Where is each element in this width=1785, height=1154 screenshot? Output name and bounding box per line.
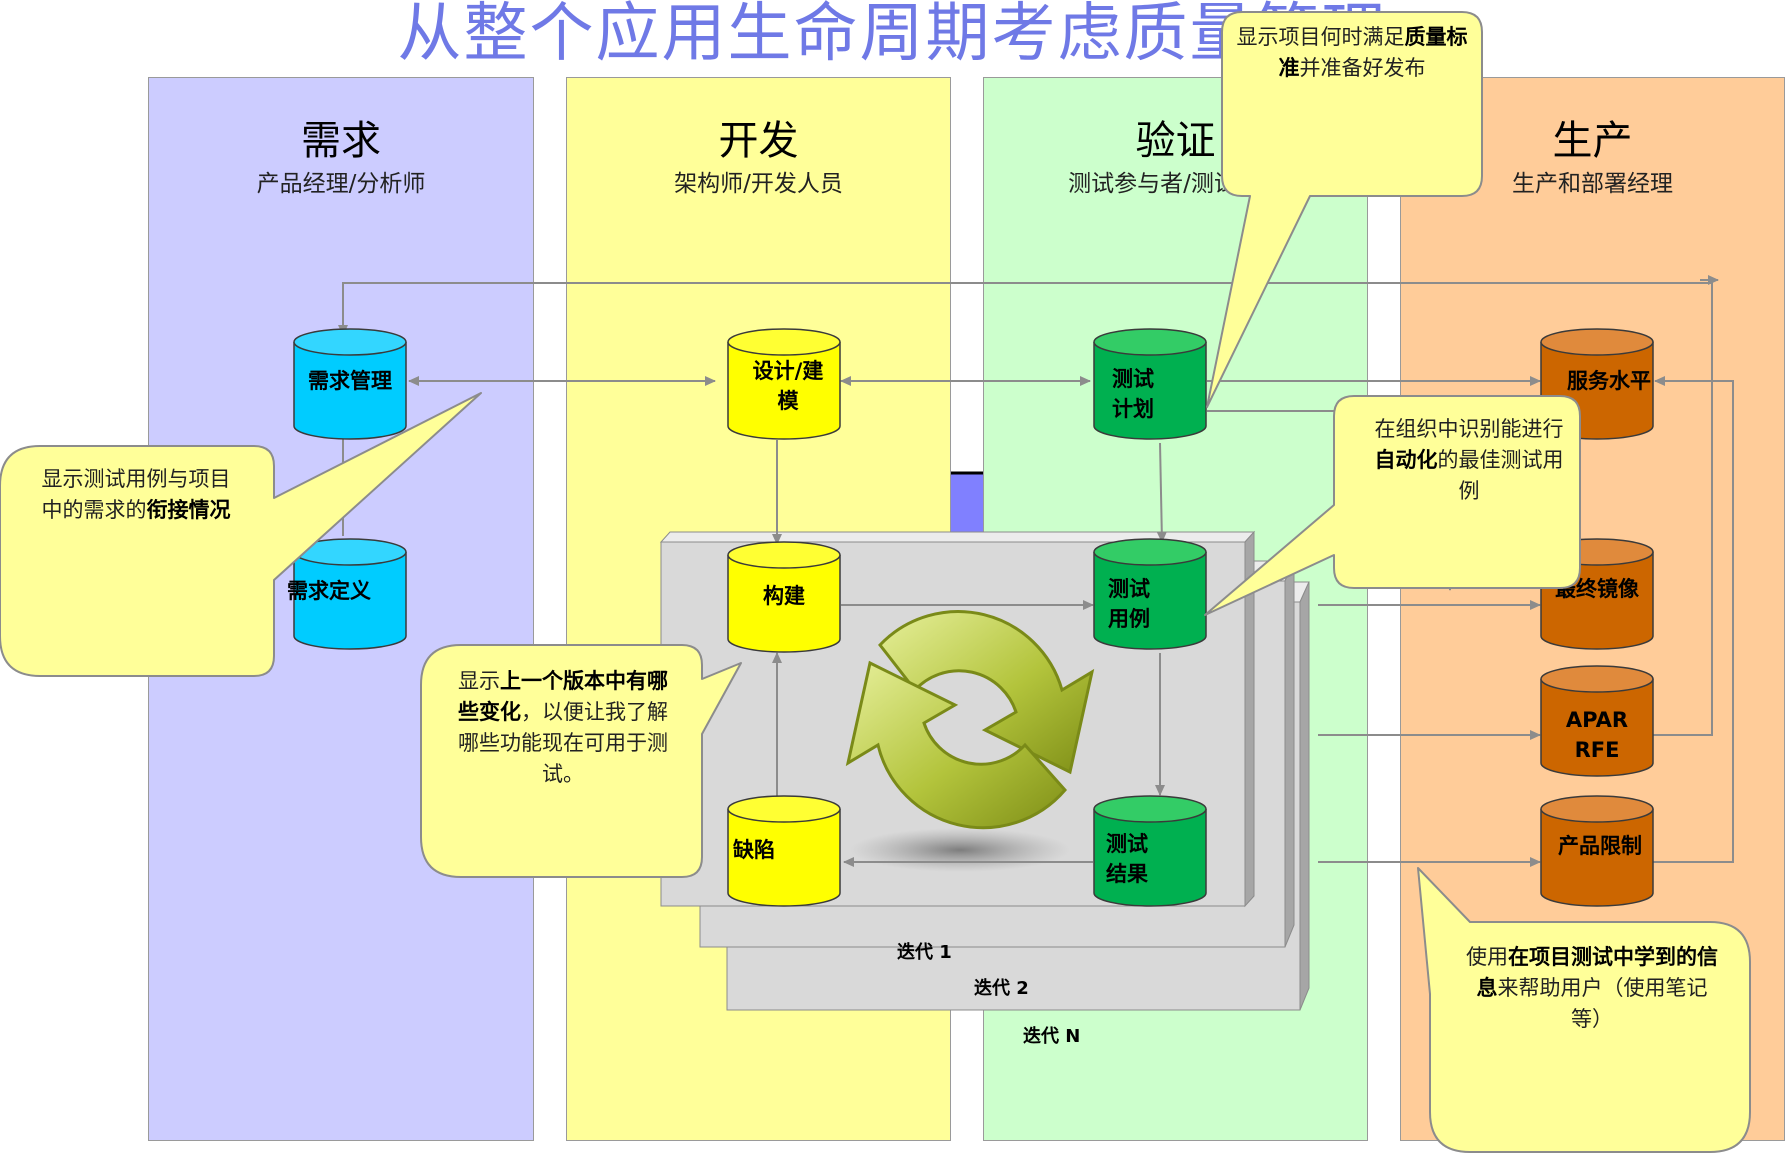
cylinder-green-icon (1093, 328, 1207, 440)
repo-test-plan[interactable]: 测试计划 (1093, 328, 1207, 440)
repo-req-def[interactable]: 需求定义 (287, 538, 407, 650)
lane-development-subtitle: 架构师/开发人员 (674, 171, 843, 197)
iteration-2-label: 迭代 2 (974, 978, 1029, 999)
repo-req-mgmt[interactable]: 需求管理 (293, 328, 407, 440)
callout-automation-text-a: 在组织中识别能进行 (1374, 417, 1564, 441)
repo-test-result-label: 测试结果 (1106, 832, 1148, 886)
callout-changes-text-a: 显示 (458, 669, 500, 693)
callout-knowledge-text-b: 在项目测试中学到的信息 (1476, 945, 1719, 1000)
repo-design-label: 设计/建模 (752, 359, 824, 413)
lane-requirements-title: 需求 (301, 118, 381, 164)
repo-test-plan-label: 测试计划 (1112, 367, 1154, 421)
iteration-1-label: 迭代 1 (897, 942, 952, 963)
repo-test-case[interactable]: 测试用例 (1093, 538, 1207, 650)
cylinder-cyan-icon (293, 538, 407, 650)
arrow-limits-service (1652, 376, 1734, 863)
page-title: 从整个应用生命周期考虑质量管理 (397, 0, 1388, 71)
callout-trace-text-a: 显示测试用例与项目中的需求的 (41, 467, 231, 522)
cylinder-orange-icon (1540, 665, 1654, 777)
repo-req-def-label: 需求定义 (287, 579, 371, 603)
callout-quality-text-c: 并准备好发布 (1299, 56, 1426, 80)
cylinder-orange-icon (1540, 795, 1654, 907)
repo-apar-rfe-label: APAR RFE (1565, 708, 1629, 762)
cylinder-cyan-icon (293, 328, 407, 440)
lane-verification-title: 验证 (1135, 118, 1216, 164)
callout-trace-text-c: 情况 (188, 498, 231, 522)
cylinder-orange-icon (1540, 328, 1654, 440)
callout-changes-text-b: 上一个版本中有哪些变化 (458, 669, 668, 724)
repo-test-result[interactable]: 测试结果 (1093, 795, 1207, 907)
lane-production-title: 生产 (1552, 118, 1633, 164)
repo-design[interactable]: 设计/建模 (727, 328, 841, 440)
iteration-n-label: 迭代 N (1023, 1026, 1081, 1047)
callout-changes-bubble (420, 644, 742, 878)
callout-trace: 显示测试用例与项目中的需求的衔接情况 (36, 464, 236, 526)
repo-service-level-label: 服务水平 (1567, 369, 1651, 393)
lane-production-subtitle: 生产和部署经理 (1512, 171, 1673, 197)
callout-automation-bubble (1204, 395, 1581, 616)
callout-knowledge-text-c: 来帮助用户（使用笔记等） (1497, 976, 1708, 1031)
callout-knowledge-bubble (1417, 867, 1751, 1153)
callout-changes: 显示上一个版本中有哪些变化，以便让我了解哪些功能现在可用于测试。 (452, 666, 674, 790)
repo-test-case-label: 测试用例 (1108, 577, 1150, 631)
callout-automation: 在组织中识别能进行自动化的最佳测试用例 (1370, 414, 1568, 507)
callout-automation-text-b: 自动化 (1374, 448, 1438, 472)
arrow-testplan-testcase (1156, 442, 1167, 543)
callout-trace-text-b: 衔接 (146, 498, 189, 522)
cylinder-green-icon (1093, 538, 1207, 650)
lane-development-title: 开发 (718, 118, 799, 164)
repo-product-limits[interactable]: 产品限制 (1540, 795, 1654, 907)
repo-build-label: 构建 (763, 584, 805, 608)
repo-product-limits-label: 产品限制 (1558, 834, 1642, 858)
repo-service-level[interactable]: 服务水平 (1540, 328, 1654, 440)
lane-requirements-subtitle: 产品经理/分析师 (256, 171, 426, 197)
repo-build[interactable]: 构建 (727, 541, 841, 653)
repo-defect-label: 缺陷 (733, 838, 775, 862)
callout-quality-bubble (1206, 11, 1483, 408)
callout-quality-text-a: 显示项目何时满足 (1236, 25, 1405, 49)
callout-quality-text-b: 质量标准 (1278, 25, 1468, 80)
callout-trace-bubble (0, 392, 482, 677)
cylinder-yellow-icon (727, 541, 841, 653)
callout-changes-text-c: ，以便让我了解哪些功能现在可用于测试。 (458, 700, 668, 786)
callout-knowledge-text-a: 使用 (1466, 945, 1508, 969)
cylinder-green-icon (1093, 795, 1207, 907)
cylinder-yellow-icon (727, 328, 841, 440)
repo-apar-rfe[interactable]: APAR RFE (1540, 665, 1654, 777)
callout-quality: 显示项目何时满足质量标准并准备好发布 (1232, 22, 1472, 84)
repo-req-mgmt-label: 需求管理 (308, 369, 392, 393)
callout-knowledge: 使用在项目测试中学到的信息来帮助用户（使用笔记等） (1466, 942, 1718, 1035)
callout-automation-text-c: 的最佳测试用例 (1437, 448, 1564, 503)
repo-defect[interactable]: 缺陷 (727, 795, 841, 907)
cylinder-yellow-icon (727, 795, 841, 907)
blue-strip (951, 473, 983, 533)
